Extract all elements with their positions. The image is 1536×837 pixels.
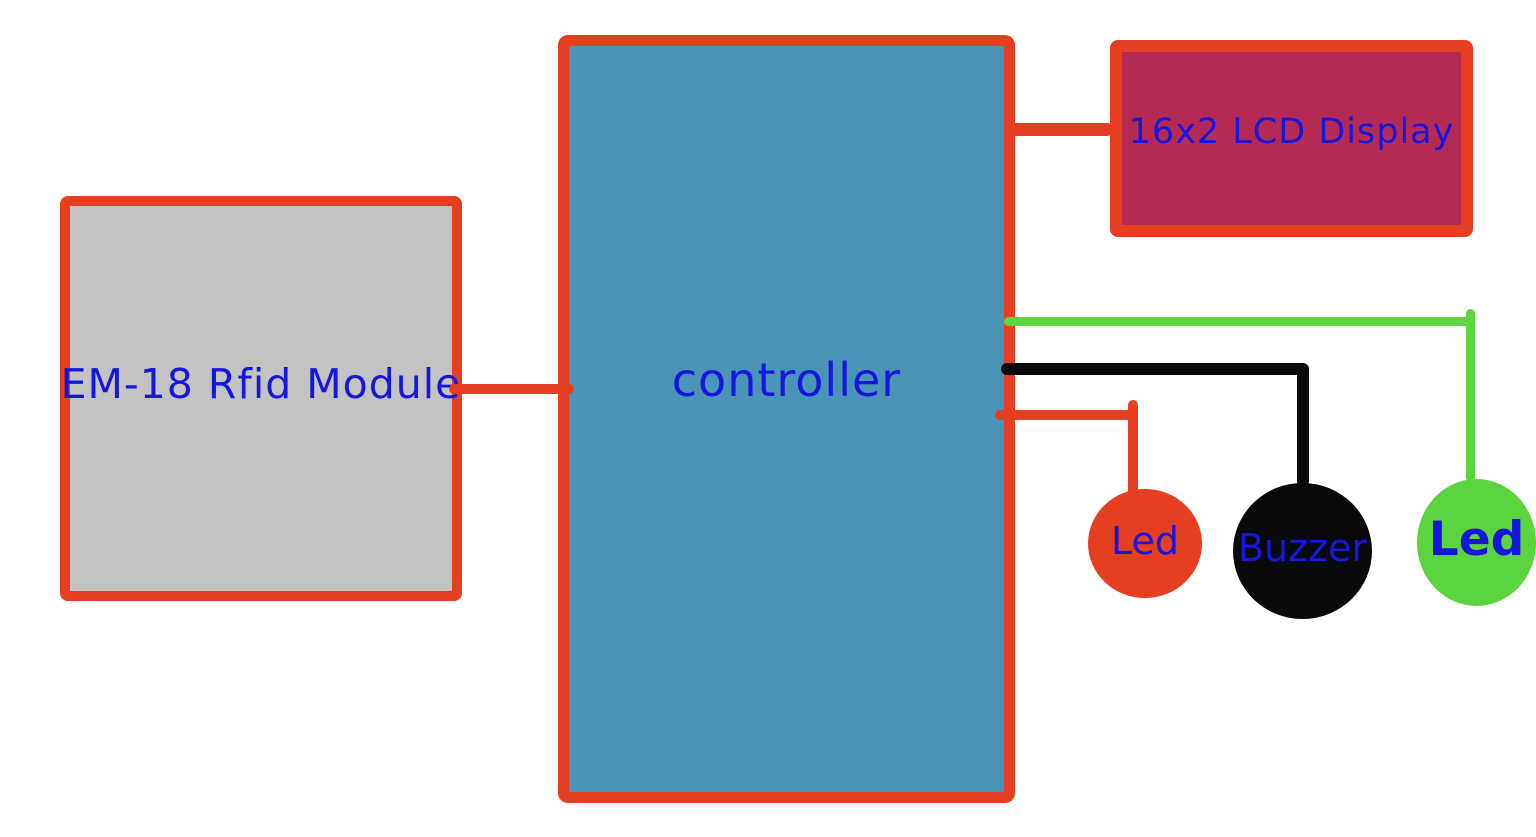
lcd-display-label: 16x2 LCD Display xyxy=(1128,111,1455,152)
wire-controller-to-green-led-horizontal xyxy=(1004,317,1475,326)
buzzer-label: Buzzer xyxy=(1237,526,1368,570)
lcd-display-node: 16x2 LCD Display xyxy=(1110,40,1473,237)
wire-controller-to-buzzer-horizontal xyxy=(1001,363,1309,375)
buzzer-node: Buzzer xyxy=(1233,483,1372,619)
controller-node: controller xyxy=(558,35,1015,803)
wire-em18-to-controller xyxy=(449,384,574,394)
wire-controller-to-green-led-vertical xyxy=(1466,309,1475,482)
red-led-node: Led xyxy=(1088,489,1202,598)
em18-rfid-module-node: EM-18 Rfid Module xyxy=(60,196,462,601)
green-led-label: Led xyxy=(1428,512,1525,567)
em18-rfid-module-label: EM-18 Rfid Module xyxy=(60,359,462,408)
wire-controller-to-red-led-horizontal xyxy=(995,410,1138,420)
wire-controller-to-red-led-vertical xyxy=(1128,400,1138,498)
red-led-label: Led xyxy=(1110,518,1179,563)
green-led-node: Led xyxy=(1417,479,1536,606)
wire-controller-to-lcd xyxy=(1008,123,1113,136)
wire-controller-to-buzzer-vertical xyxy=(1297,365,1309,487)
controller-label: controller xyxy=(671,353,902,407)
